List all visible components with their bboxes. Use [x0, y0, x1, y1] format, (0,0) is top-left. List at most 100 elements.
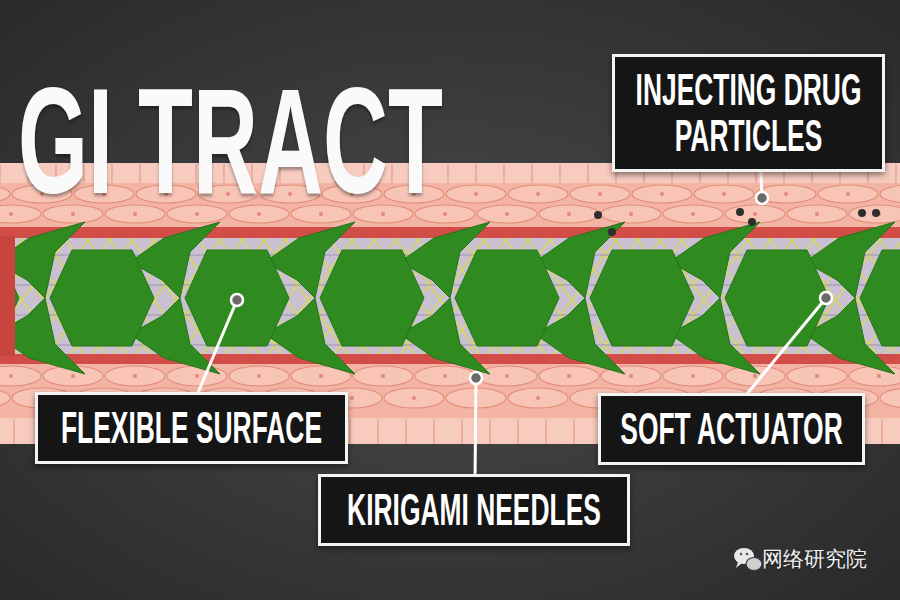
tissue-cell: [849, 205, 900, 223]
tissue-cell: [353, 366, 413, 386]
cell-border: [895, 164, 896, 183]
wechat-icon: [734, 548, 762, 571]
tissue-cell: [880, 388, 900, 408]
tissue-cell: [787, 366, 847, 386]
cell-border: [881, 419, 882, 444]
drug-particles: [594, 208, 880, 236]
cell-nucleus: [598, 192, 602, 196]
cell-border: [559, 164, 560, 183]
kirigami-segment: [50, 250, 154, 346]
tissue-cell: [880, 185, 900, 203]
cell-nucleus: [536, 396, 540, 400]
cell-nucleus: [815, 212, 819, 216]
tissue-cell: [0, 366, 41, 386]
tissue-cell: [0, 185, 10, 203]
drug-particle: [858, 209, 866, 217]
cell-border: [461, 419, 462, 444]
cell-border: [433, 419, 434, 444]
cell-nucleus: [846, 192, 850, 196]
cell-nucleus: [474, 192, 478, 196]
tissue-cell: [105, 366, 165, 386]
cell-nucleus: [567, 374, 571, 378]
cell-border: [13, 419, 14, 444]
cell-border: [447, 164, 448, 183]
cell-border: [545, 419, 546, 444]
cell-border: [405, 419, 406, 444]
cell-nucleus: [567, 212, 571, 216]
callout-box: SOFT ACTUATOR: [598, 393, 865, 465]
cell-nucleus: [660, 192, 664, 196]
cell-border: [587, 164, 588, 183]
drug-particle: [736, 208, 744, 216]
callout-box: FLEXIBLE SURFACE: [35, 392, 348, 464]
tissue-cell: [0, 388, 10, 408]
cell-nucleus: [133, 374, 137, 378]
tissue-cell: [601, 205, 661, 223]
cell-nucleus: [815, 374, 819, 378]
cell-nucleus: [536, 192, 540, 196]
callout-box: KIRIGAMI NEEDLES: [318, 474, 630, 546]
tissue-cell: [384, 388, 444, 408]
cell-nucleus: [629, 374, 633, 378]
callout-text: SOFT ACTUATOR: [611, 406, 852, 452]
cell-nucleus: [753, 212, 757, 216]
leader-dot: [820, 292, 832, 304]
cell-nucleus: [505, 374, 509, 378]
tissue-cell: [539, 366, 599, 386]
cell-nucleus: [877, 374, 881, 378]
callout-box: INJECTING DRUG PARTICLES: [612, 54, 885, 172]
cell-border: [475, 164, 476, 183]
tissue-cell: [818, 185, 878, 203]
cell-nucleus: [784, 192, 788, 196]
kirigami-segment: [185, 250, 289, 346]
kirigami-segment: [455, 250, 559, 346]
cell-border: [0, 164, 1, 183]
kirigami-segment: [725, 250, 829, 346]
leader-dots: [231, 192, 832, 384]
cell-nucleus: [257, 374, 261, 378]
cell-nucleus: [691, 374, 695, 378]
cell-nucleus: [9, 212, 13, 216]
leader-dot: [756, 192, 768, 204]
drug-particle: [594, 211, 602, 219]
tissue-cell: [167, 366, 227, 386]
tissue-cell: [570, 185, 630, 203]
tissue-cell: [446, 185, 506, 203]
cell-border: [503, 164, 504, 183]
cell-nucleus: [443, 374, 447, 378]
cell-border: [489, 419, 490, 444]
tissue-cell: [415, 366, 475, 386]
tissue-cell: [694, 185, 754, 203]
tissue-cell: [477, 205, 537, 223]
kirigami-segment: [320, 250, 424, 346]
tissue-cell: [508, 185, 568, 203]
cell-nucleus: [350, 396, 354, 400]
cell-nucleus: [722, 192, 726, 196]
callout-text: KIRIGAMI NEEDLES: [331, 487, 617, 533]
tissue-cell: [539, 205, 599, 223]
leader-line: [195, 300, 237, 400]
cell-border: [349, 419, 350, 444]
cell-nucleus: [195, 374, 199, 378]
leader-dot: [231, 294, 243, 306]
tissue-cell: [477, 366, 537, 386]
callout-text: FLEXIBLE SURFACE: [48, 405, 335, 451]
cell-nucleus: [381, 374, 385, 378]
leader-line: [475, 378, 476, 482]
tube-end: [0, 236, 15, 356]
cell-nucleus: [443, 212, 447, 216]
tissue-cell: [663, 366, 723, 386]
drug-particle: [608, 228, 616, 236]
cell-nucleus: [691, 212, 695, 216]
cell-border: [377, 419, 378, 444]
tissue-cell: [663, 205, 723, 223]
drug-particle: [748, 218, 756, 226]
watermark: 网络研究院: [762, 545, 867, 573]
cell-nucleus: [412, 396, 416, 400]
cell-nucleus: [505, 212, 509, 216]
kirigami-device: [0, 222, 900, 374]
tissue-cell: [756, 185, 816, 203]
cell-nucleus: [753, 374, 757, 378]
